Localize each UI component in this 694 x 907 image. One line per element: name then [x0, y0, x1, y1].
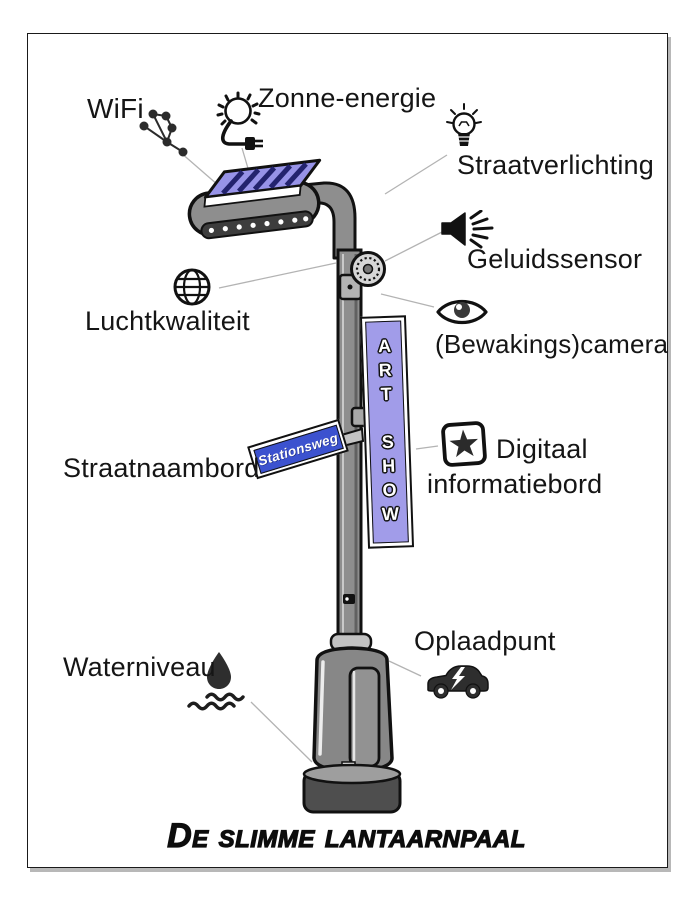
solar-panel-stripes — [221, 162, 308, 195]
lightbulb-icon — [443, 102, 487, 154]
label-digital-board-line2: informatiebord — [427, 469, 603, 499]
label-charging-point: Oplaadpunt — [414, 626, 556, 656]
pole-keyhole — [343, 594, 355, 604]
label-solar-energy: Zonne-energie — [258, 83, 437, 113]
art-show-banner: ART SHOW — [359, 315, 415, 549]
waterdrop-icon — [186, 650, 248, 712]
label-wifi: WiFi — [87, 93, 144, 124]
label-street-name-sign: Straatnaambord — [63, 453, 260, 483]
eye-icon — [436, 297, 488, 327]
label-sound-sensor: Geluidssensor — [467, 244, 643, 274]
lightning-bolt — [451, 667, 465, 690]
art-show-banner-face: ART SHOW — [365, 320, 409, 544]
pole-sensor-unit — [338, 251, 386, 301]
label-air-quality: Luchtkwaliteit — [85, 306, 250, 336]
led-dots — [208, 216, 309, 234]
globe-icon — [171, 267, 213, 307]
sun-plug-icon — [214, 88, 270, 150]
lamppost-base — [302, 632, 402, 814]
bulb-rays — [446, 103, 482, 124]
label-camera: (Bewakings)camera — [435, 329, 669, 359]
sun-rays — [216, 91, 261, 126]
label-digital-board-line1: Digitaal — [496, 434, 588, 464]
wifi-network-icon — [138, 100, 190, 158]
page-title: De slimme lantaarnpaal — [166, 816, 526, 855]
electric-car-icon — [424, 660, 490, 702]
lamp-head — [187, 158, 322, 240]
banner-text: ART SHOW — [374, 335, 401, 529]
label-street-lighting: Straatverlichting — [457, 150, 654, 180]
loudspeaker-icon — [440, 209, 500, 250]
label-water-level: Waterniveau — [63, 652, 216, 682]
star-board-icon — [440, 420, 488, 468]
sound-waves — [469, 209, 494, 249]
